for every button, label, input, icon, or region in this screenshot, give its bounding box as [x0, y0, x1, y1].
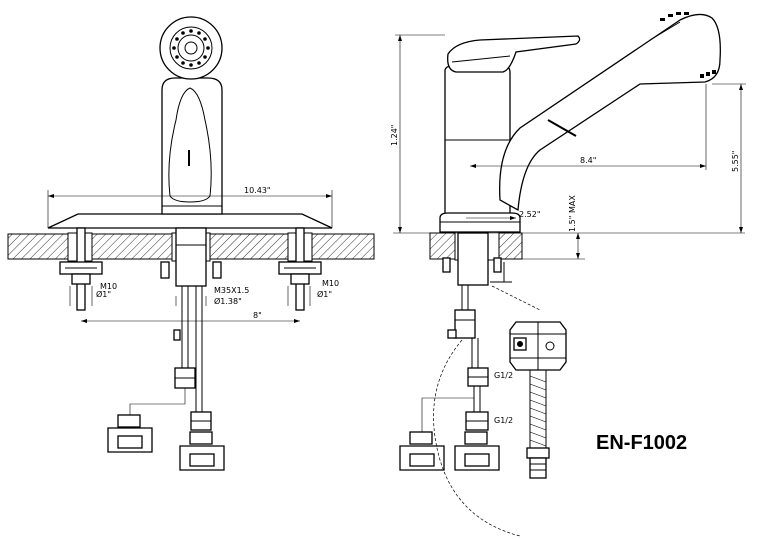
side-lever-handle — [447, 35, 581, 73]
model-label: EN-F1002 — [596, 432, 687, 454]
side-view: 1.24" 8.4" 5.55" 2.52" 1.5" MAX — [390, 12, 746, 537]
front-shank — [175, 227, 207, 287]
label-nut-right: M10 — [322, 279, 339, 288]
label-fitting-upper: G1/2 — [494, 371, 513, 380]
dim-deck-max: 1.5" MAX — [568, 195, 577, 232]
label-shank-dia: Ø1.38" — [214, 296, 242, 306]
pull-out-hose-path — [433, 339, 521, 537]
label-nut-left: M10 — [100, 282, 117, 291]
braided-hose — [526, 370, 550, 479]
label-dia-right: Ø1" — [317, 289, 332, 299]
dim-base-depth: 2.52" — [519, 210, 541, 219]
dim-hole-spacing: 8" — [253, 311, 262, 320]
side-spray-nozzles — [660, 12, 716, 78]
front-spray-head — [159, 16, 223, 80]
side-quick-connect — [454, 309, 476, 339]
dim-spout-height: 5.55" — [731, 151, 740, 173]
dim-deck-width: 10.43" — [244, 186, 271, 195]
front-supply-valve-right — [179, 431, 225, 471]
front-view: 10.43" M10 Ø1" M10 Ø1" M35X1.5 Ø1.38" 8" — [7, 16, 375, 471]
side-spout — [499, 13, 721, 212]
side-supply-valve-right — [454, 431, 500, 471]
label-dia-left: Ø1" — [96, 289, 111, 299]
side-supply-valve-left — [399, 431, 445, 471]
label-fitting-lower: G1/2 — [494, 416, 513, 425]
front-deck-plate — [47, 213, 333, 229]
dim-reach: 8.4" — [580, 156, 596, 165]
spray-hose-weight — [509, 321, 567, 371]
label-shank-thread: M35X1.5 — [214, 286, 249, 295]
spray-nozzle-dots — [172, 29, 210, 67]
front-supply-valve-left — [107, 414, 153, 453]
dim-height: 1.24" — [390, 125, 399, 147]
side-shank — [457, 232, 489, 286]
